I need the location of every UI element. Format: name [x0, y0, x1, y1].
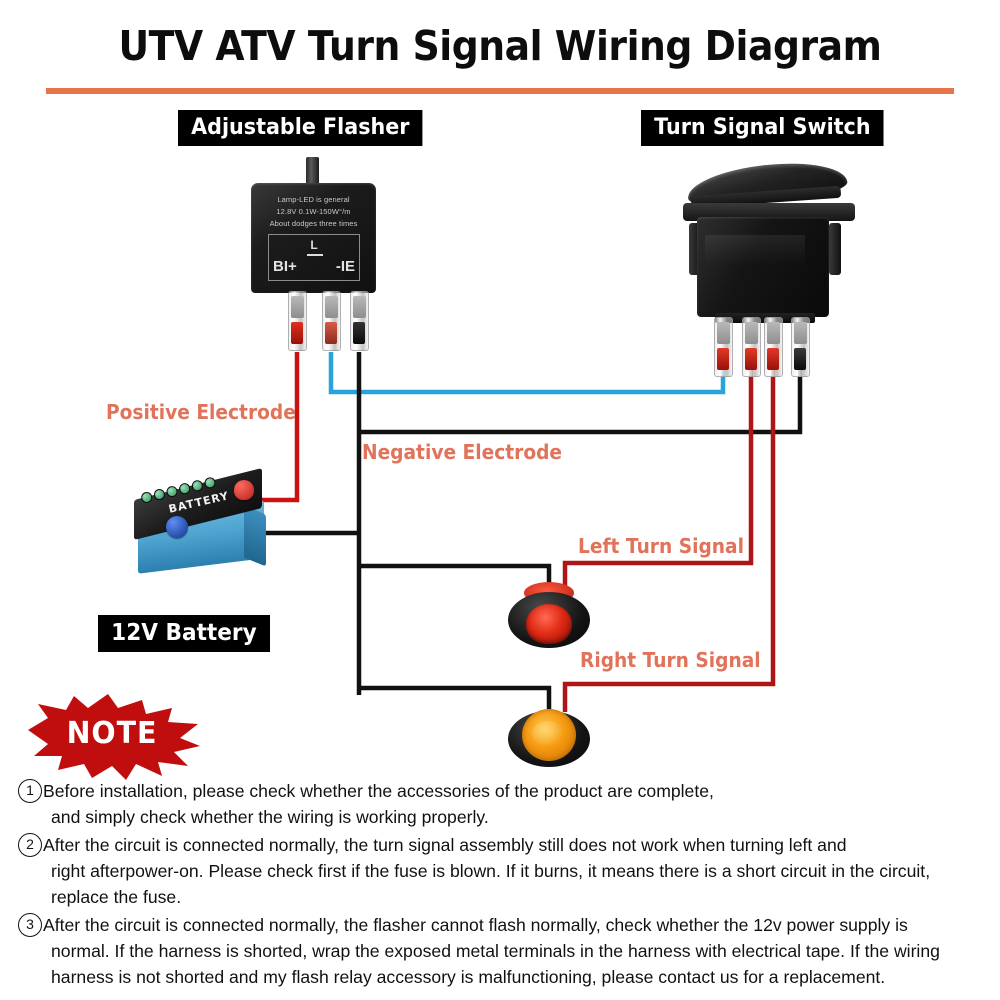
flasher-print-line-3: About dodges three times	[269, 219, 358, 228]
battery-negative-terminal	[166, 516, 188, 538]
note-number: 3	[18, 913, 42, 937]
left-turn-signal-lamp	[508, 578, 590, 652]
note-starburst-icon	[28, 694, 200, 780]
battery-vent-cap	[140, 490, 154, 505]
flasher-terminal-ie: -IE	[335, 258, 355, 275]
note-item: 3 After the circuit is connected normall…	[18, 912, 983, 990]
switch-body-highlight	[705, 235, 805, 265]
switch-spade-tab-2	[745, 348, 757, 370]
switch-spade-tab-4	[794, 348, 806, 370]
note-line: Before installation, please check whethe…	[43, 781, 714, 801]
flasher-spade-tab-red	[291, 322, 303, 344]
flasher-antenna	[306, 157, 319, 187]
note-line: After the circuit is connected normally,…	[43, 835, 847, 855]
switch-spade-tab-3	[767, 348, 779, 370]
note-text-block: After the circuit is connected normally,…	[42, 832, 930, 910]
flasher-print-line-2: 12.8V 0.1W-150W°/m	[276, 207, 351, 216]
switch-terminal-spade-1	[714, 317, 733, 377]
switch-terminal-spade-3	[764, 317, 783, 377]
flasher-spade-tab-blue	[325, 322, 337, 344]
battery-vent-cap	[190, 479, 204, 493]
note-item: 2 After the circuit is connected normall…	[18, 832, 983, 910]
battery-vent-cap	[165, 485, 179, 499]
flasher-terminal-bi-plus: BI+	[273, 258, 297, 275]
label-positive-electrode: Positive Electrode	[106, 400, 296, 424]
battery-positive-terminal	[234, 480, 254, 500]
header-accent-bar	[46, 88, 954, 94]
note-line: replace the fuse.	[51, 887, 182, 907]
flasher-body: Lamp-LED is general 12.8V 0.1W-150W°/m A…	[251, 183, 376, 293]
flasher-terminal-spade-red	[288, 291, 307, 351]
note-text-block: After the circuit is connected normally,…	[42, 912, 940, 990]
switch-terminal-spade-4	[791, 317, 810, 377]
note-text-block: Before installation, please check whethe…	[42, 778, 714, 830]
label-right-turn-signal: Right Turn Signal	[580, 648, 761, 672]
note-line: and simply check whether the wiring is w…	[51, 807, 489, 827]
switch-mount-clip-right	[829, 223, 841, 275]
label-left-turn-signal: Left Turn Signal	[578, 534, 744, 558]
flasher-terminal-spade-black	[350, 291, 369, 351]
note-item: 1 Before installation, please check whet…	[18, 778, 983, 830]
flasher-terminal-l: L	[310, 238, 318, 252]
battery-case-side	[244, 505, 266, 567]
flasher-terminal-l-underline	[307, 254, 323, 256]
turn-signal-rocker-switch[interactable]	[683, 156, 863, 395]
right-lamp-amber-lens	[522, 709, 576, 761]
note-line: harness is not shorted and my flash rela…	[51, 967, 886, 987]
switch-bezel	[683, 203, 855, 221]
adjustable-flasher-unit: Lamp-LED is general 12.8V 0.1W-150W°/m A…	[246, 157, 396, 397]
notes-list: 1 Before installation, please check whet…	[18, 778, 983, 992]
switch-spade-tab-1	[717, 348, 729, 370]
battery-vent-cap	[152, 487, 166, 502]
label-negative-electrode: Negative Electrode	[362, 440, 563, 464]
note-line: After the circuit is connected normally,…	[43, 915, 908, 935]
caption-turn-signal-switch: Turn Signal Switch	[641, 110, 884, 146]
right-turn-signal-lamp	[508, 697, 590, 771]
flasher-terminal-legend: L BI+ -IE	[268, 234, 360, 281]
note-line: right afterpower-on. Please check first …	[51, 861, 931, 881]
caption-12v-battery: 12V Battery	[98, 615, 270, 652]
flasher-spade-tab-black	[353, 322, 365, 344]
switch-terminal-spade-2	[742, 317, 761, 377]
note-number: 1	[18, 779, 42, 803]
battery-vent-cap	[203, 476, 217, 490]
flasher-print-line-1: Lamp-LED is general	[277, 195, 350, 204]
note-line: normal. If the harness is shorted, wrap …	[51, 941, 940, 961]
caption-adjustable-flasher: Adjustable Flasher	[178, 110, 423, 146]
page-title: UTV ATV Turn Signal Wiring Diagram	[118, 22, 882, 70]
battery-vent-cap	[178, 482, 192, 496]
12v-battery-graphic: BATTERY	[128, 468, 288, 580]
note-badge: NOTE	[22, 694, 202, 780]
note-badge-label: NOTE	[66, 716, 158, 751]
switch-body	[697, 217, 829, 317]
flasher-terminal-spade-blue	[322, 291, 341, 351]
note-number: 2	[18, 833, 42, 857]
left-lamp-red-lens	[526, 604, 572, 644]
